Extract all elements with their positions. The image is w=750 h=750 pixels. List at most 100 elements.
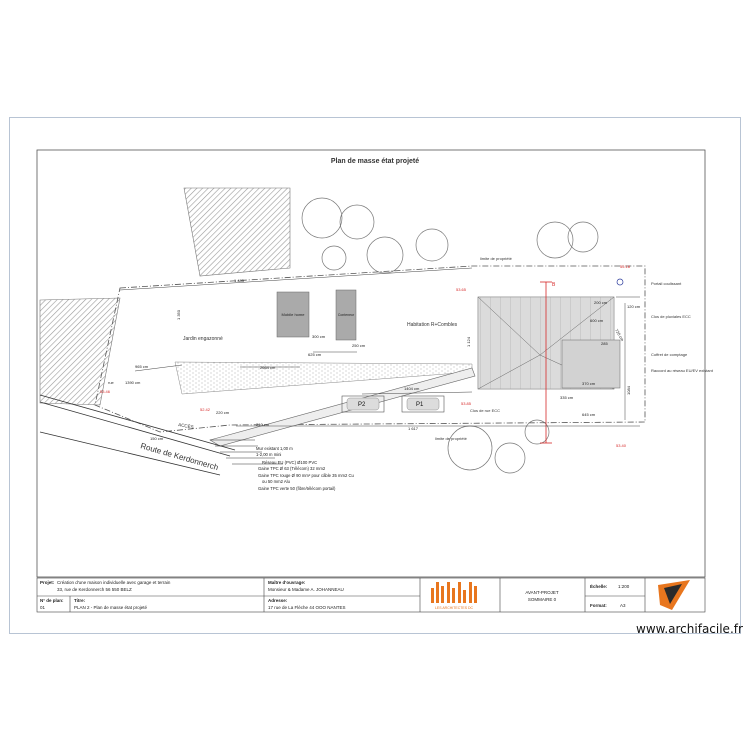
tree xyxy=(415,228,449,262)
dimension-label: 600 cm xyxy=(590,318,604,323)
dimension-label: 1 124 xyxy=(466,336,471,347)
neighbour-building-top xyxy=(183,187,291,277)
title-block xyxy=(36,577,706,613)
limit-bottom-label: limite de propriété xyxy=(435,436,468,441)
mobile-home xyxy=(276,291,310,338)
road xyxy=(39,394,236,476)
eaux-label: Raccord au réseau EU/EV existant xyxy=(651,368,714,373)
legend-item: 1-2,00 m mini xyxy=(256,452,281,457)
logo-text: LES ARCHITECTES DC xyxy=(435,606,474,610)
dimension-label: 2664 cm xyxy=(260,365,276,370)
projet-text: Création d'une maison individuelle avec … xyxy=(57,580,171,585)
legend-item: Gaine TPC verte 50 (fibre/télécom portai… xyxy=(258,486,336,491)
phase-line2: SOMMAIRE 0 xyxy=(528,597,557,602)
projet-address: 33, rue de Kerdonnerch 56 550 BELZ xyxy=(57,587,132,592)
phase-line1: AVANT-PROJET xyxy=(525,590,559,595)
property-boundary xyxy=(94,265,646,433)
dimension-label: 120 cm xyxy=(627,304,641,309)
dimension-label: 300 cm xyxy=(312,334,326,339)
echelle-value: 1:200 xyxy=(618,584,630,589)
tree xyxy=(301,197,343,239)
level-mark: 53.40 xyxy=(616,443,627,448)
dimension-label: 1 617 xyxy=(408,426,419,431)
level-mark: 52.42 xyxy=(200,407,211,412)
format-value: A3 xyxy=(620,603,626,608)
parking-p2-label: P2 xyxy=(358,402,366,408)
projet-label: Projet: xyxy=(40,580,55,585)
coffret-label: Coffret de comptage xyxy=(651,352,688,357)
garden-label: Jardin engazonné xyxy=(183,336,223,342)
tree xyxy=(366,236,404,274)
tree xyxy=(494,442,526,474)
sheet-title: Plan de masse état projeté xyxy=(331,158,419,165)
dimension-label: 1084 xyxy=(626,385,631,395)
legend-item: Mur existant 1,00 m xyxy=(256,446,293,451)
access-ramp xyxy=(209,367,476,447)
container-label: Conteneur xyxy=(338,313,355,317)
car-icon xyxy=(346,397,380,411)
dimension-label: 625 cm xyxy=(308,352,322,357)
legend-item: Gaine TPC rouge Ø 90 mm² pour câble 35 m… xyxy=(258,473,354,478)
level-mark: 53.46 xyxy=(100,389,111,394)
dimension-label: 645 cm xyxy=(582,412,596,417)
echelle-label: Échelle: xyxy=(590,582,608,589)
dimension-label: 720 cm xyxy=(614,328,625,342)
north-flag-inner-icon xyxy=(664,584,682,604)
dimension-label: 250 cm xyxy=(352,343,366,348)
car-icon xyxy=(406,397,440,411)
ecc-label: Clos de rue ECC xyxy=(470,408,500,413)
dimension-label: 1 350 xyxy=(176,309,181,320)
dimension-label: 370 cm xyxy=(582,381,596,386)
house-label: Habitation R+Combles xyxy=(407,322,458,328)
adresse-value: 17 rue de La Flèche 44 OOO NANTES xyxy=(268,605,346,610)
level-mark: 55.18 xyxy=(620,264,631,269)
dimension-label: 335 cm xyxy=(560,395,574,400)
dimension-lines xyxy=(119,267,640,427)
titre-value: PLAN 2 - Plan de masse état projeté xyxy=(74,605,148,610)
tree xyxy=(567,221,599,253)
limit-top-label: limite de propriété xyxy=(480,256,513,261)
access-label: ACCÈS xyxy=(178,421,194,430)
legend-item: Gaine TPC Ø 63 (Télécom) 32 mm2 xyxy=(258,466,326,471)
mobile-home-label: Mobile home xyxy=(282,312,306,317)
road-label: Route de Kerdonnerch xyxy=(139,441,219,472)
neighbour-building-left xyxy=(39,297,121,406)
architect-logo xyxy=(431,582,477,603)
tree xyxy=(339,204,375,240)
level-mark: 53.65 xyxy=(456,287,467,292)
drawing-frame xyxy=(36,149,706,578)
level-marks: 53.65 55.18 53.85 53.40 52.42 53.46 xyxy=(100,264,631,448)
garage xyxy=(561,339,621,389)
watermark-link[interactable]: www.archifacile.fr xyxy=(636,622,743,636)
section-line xyxy=(540,281,552,444)
adresse-label: Adresse: xyxy=(268,598,288,603)
dimension-label: 1 485 xyxy=(234,278,245,283)
plan-number-label: N° de plan: xyxy=(40,598,64,603)
portail-label: Portail coulissant xyxy=(651,281,682,286)
moa-value: Monsieur & Madame A. JOHANNEAU xyxy=(268,587,344,592)
section-marker-b: B xyxy=(552,282,556,288)
level-mark: 53.85 xyxy=(461,401,472,406)
legend-item: Réseau EU (PVC) Ø100 PVC xyxy=(262,460,317,465)
tree xyxy=(447,425,493,471)
dimension-label: 965 cm xyxy=(135,364,149,369)
rue-label: rue xyxy=(108,380,115,385)
plan-number-value: 01 xyxy=(40,605,46,610)
dimension-label: 1404 cm xyxy=(404,386,420,391)
tree xyxy=(321,245,347,271)
titre-label: Titre: xyxy=(74,598,86,603)
dimension-label: 1390 cm xyxy=(125,380,141,385)
parking-p2 xyxy=(341,395,385,413)
container xyxy=(335,289,357,341)
pluv-label: Clos de pluviales ECC xyxy=(651,314,691,319)
portail-symbol-icon xyxy=(616,278,624,286)
parking-p1 xyxy=(401,395,445,413)
tree xyxy=(524,419,550,445)
dimension-label: 200 cm xyxy=(594,300,608,305)
dimension-label: 285 xyxy=(601,341,608,346)
dimension-label: 150 cm xyxy=(150,436,164,441)
network-lines xyxy=(210,439,283,465)
dimension-label: 220 cm xyxy=(216,410,230,415)
dimension-label: 210 cm xyxy=(256,422,270,427)
